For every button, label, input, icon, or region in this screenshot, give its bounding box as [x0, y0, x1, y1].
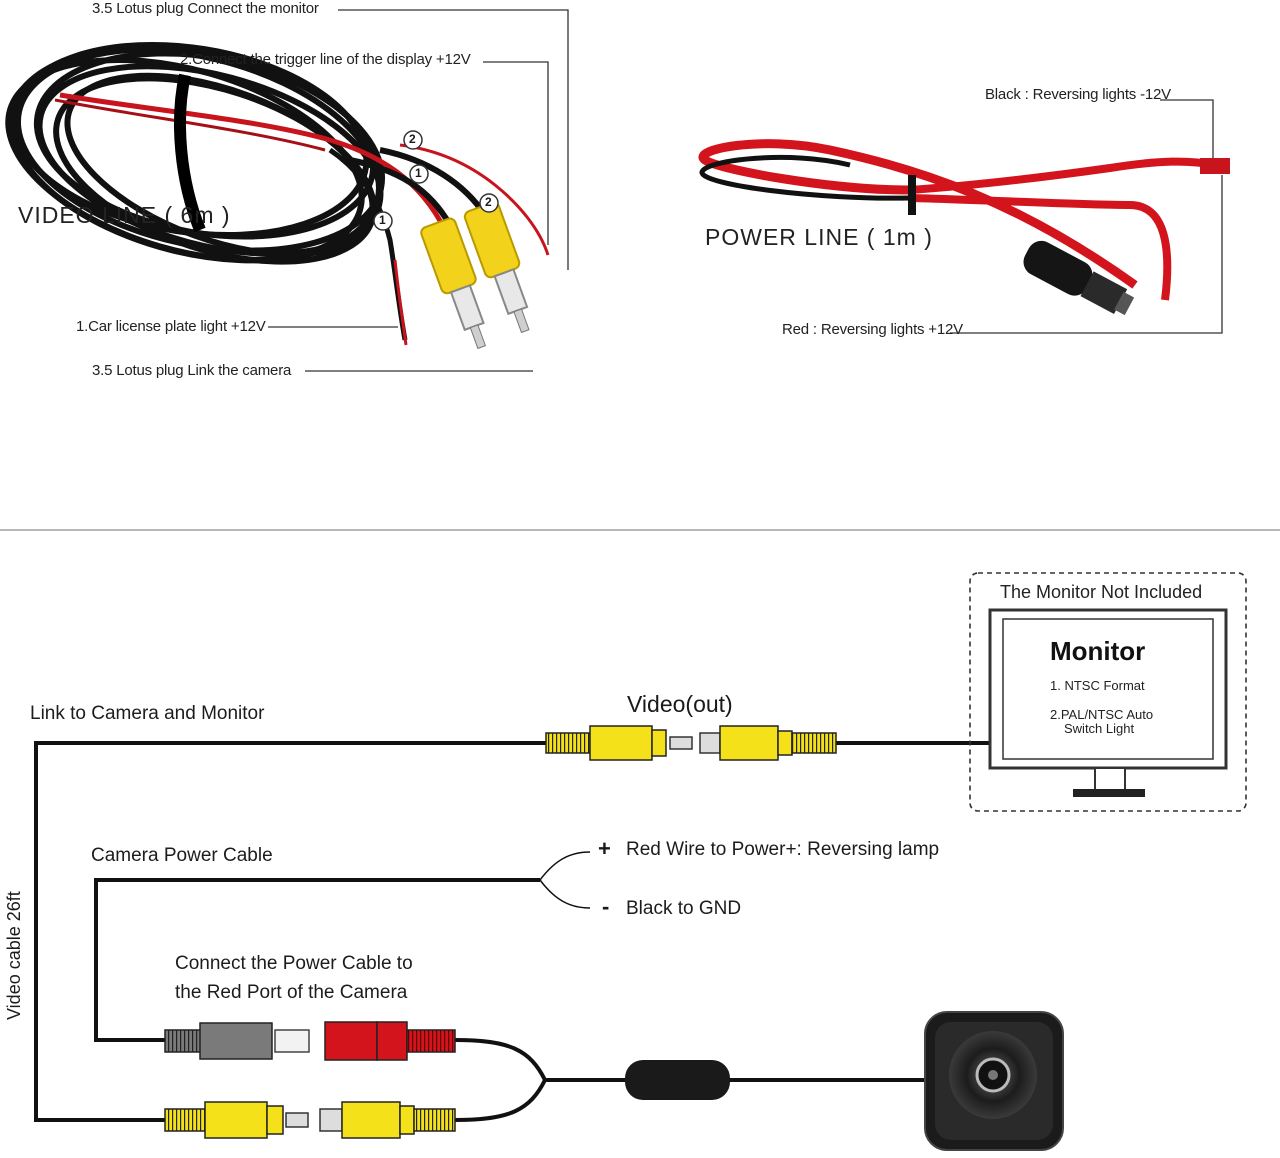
camera-rca-male	[164, 1101, 309, 1139]
callout-connect-monitor: 3.5 Lotus plug Connect the monitor	[92, 0, 319, 17]
camera-rca-female	[319, 1101, 456, 1139]
connect-power-label-line2: the Red Port of the Camera	[175, 982, 408, 1003]
power-split-curves	[539, 851, 591, 909]
monitor-feature-pal-line1: 2.PAL/NTSC Auto	[1050, 707, 1154, 722]
camera-cable-merge	[454, 1038, 930, 1122]
black-wire-label: Black to GND	[626, 898, 742, 919]
gray-power-plug	[164, 1022, 310, 1060]
monitor-not-included-label: The Monitor Not Included	[1000, 582, 1203, 602]
link-camera-monitor-label: Link to Camera and Monitor	[30, 703, 265, 724]
marker-two-a	[403, 130, 423, 150]
power-line-cable-photo	[698, 139, 1230, 316]
marker-one-label: 1	[415, 166, 422, 180]
power-cable-path	[94, 878, 540, 1042]
callout-red-wire: Red : Reversing lights +12V	[782, 321, 963, 338]
red-wire-label: Red Wire to Power+: Reversing lamp	[626, 839, 940, 860]
callout-trigger-line: 2.Connect the trigger line of the displa…	[180, 51, 471, 68]
video-out-label: Video(out)	[627, 691, 733, 717]
camera-power-cable-label: Camera Power Cable	[91, 845, 273, 866]
video-line-title: VIDEO LINE ( 6m )	[18, 202, 231, 228]
minus-sign: -	[602, 894, 610, 919]
monitor-feature-pal-line2: Switch Light	[1064, 721, 1135, 736]
monitor-feature-ntsc: 1. NTSC Format	[1050, 678, 1145, 693]
power-line-title: POWER LINE ( 1m )	[705, 224, 933, 250]
power-line-callout-lines	[950, 99, 1223, 334]
marker-two-label: 2	[409, 132, 416, 146]
callout-black-wire: Black : Reversing lights -12V	[985, 86, 1171, 103]
video-line-cable-photo	[5, 41, 550, 350]
marker-one-b	[409, 164, 429, 184]
plus-sign: +	[598, 836, 611, 861]
connect-power-label-line1: Connect the Power Cable to	[175, 953, 413, 974]
video-out-rca-male	[545, 725, 693, 761]
video-out-rca-female	[699, 725, 837, 761]
video-cable-length-label: Video cable 26ft	[4, 891, 24, 1020]
callout-link-camera: 3.5 Lotus plug Link the camera	[92, 362, 292, 379]
video-cable-path	[34, 741, 990, 1122]
red-power-port	[324, 1021, 456, 1061]
marker-one-a	[373, 211, 393, 231]
backup-camera	[924, 1011, 1064, 1151]
monitor-title: Monitor	[1050, 636, 1146, 666]
video-line-callout-lines	[268, 9, 569, 372]
marker-one-label: 1	[379, 213, 386, 227]
callout-plate-light: 1.Car license plate light +12V	[76, 318, 266, 335]
inline-filter-block	[625, 1060, 730, 1100]
marker-two-label: 2	[485, 195, 492, 209]
marker-two-b	[479, 193, 499, 213]
monitor-included-box	[969, 572, 1247, 812]
